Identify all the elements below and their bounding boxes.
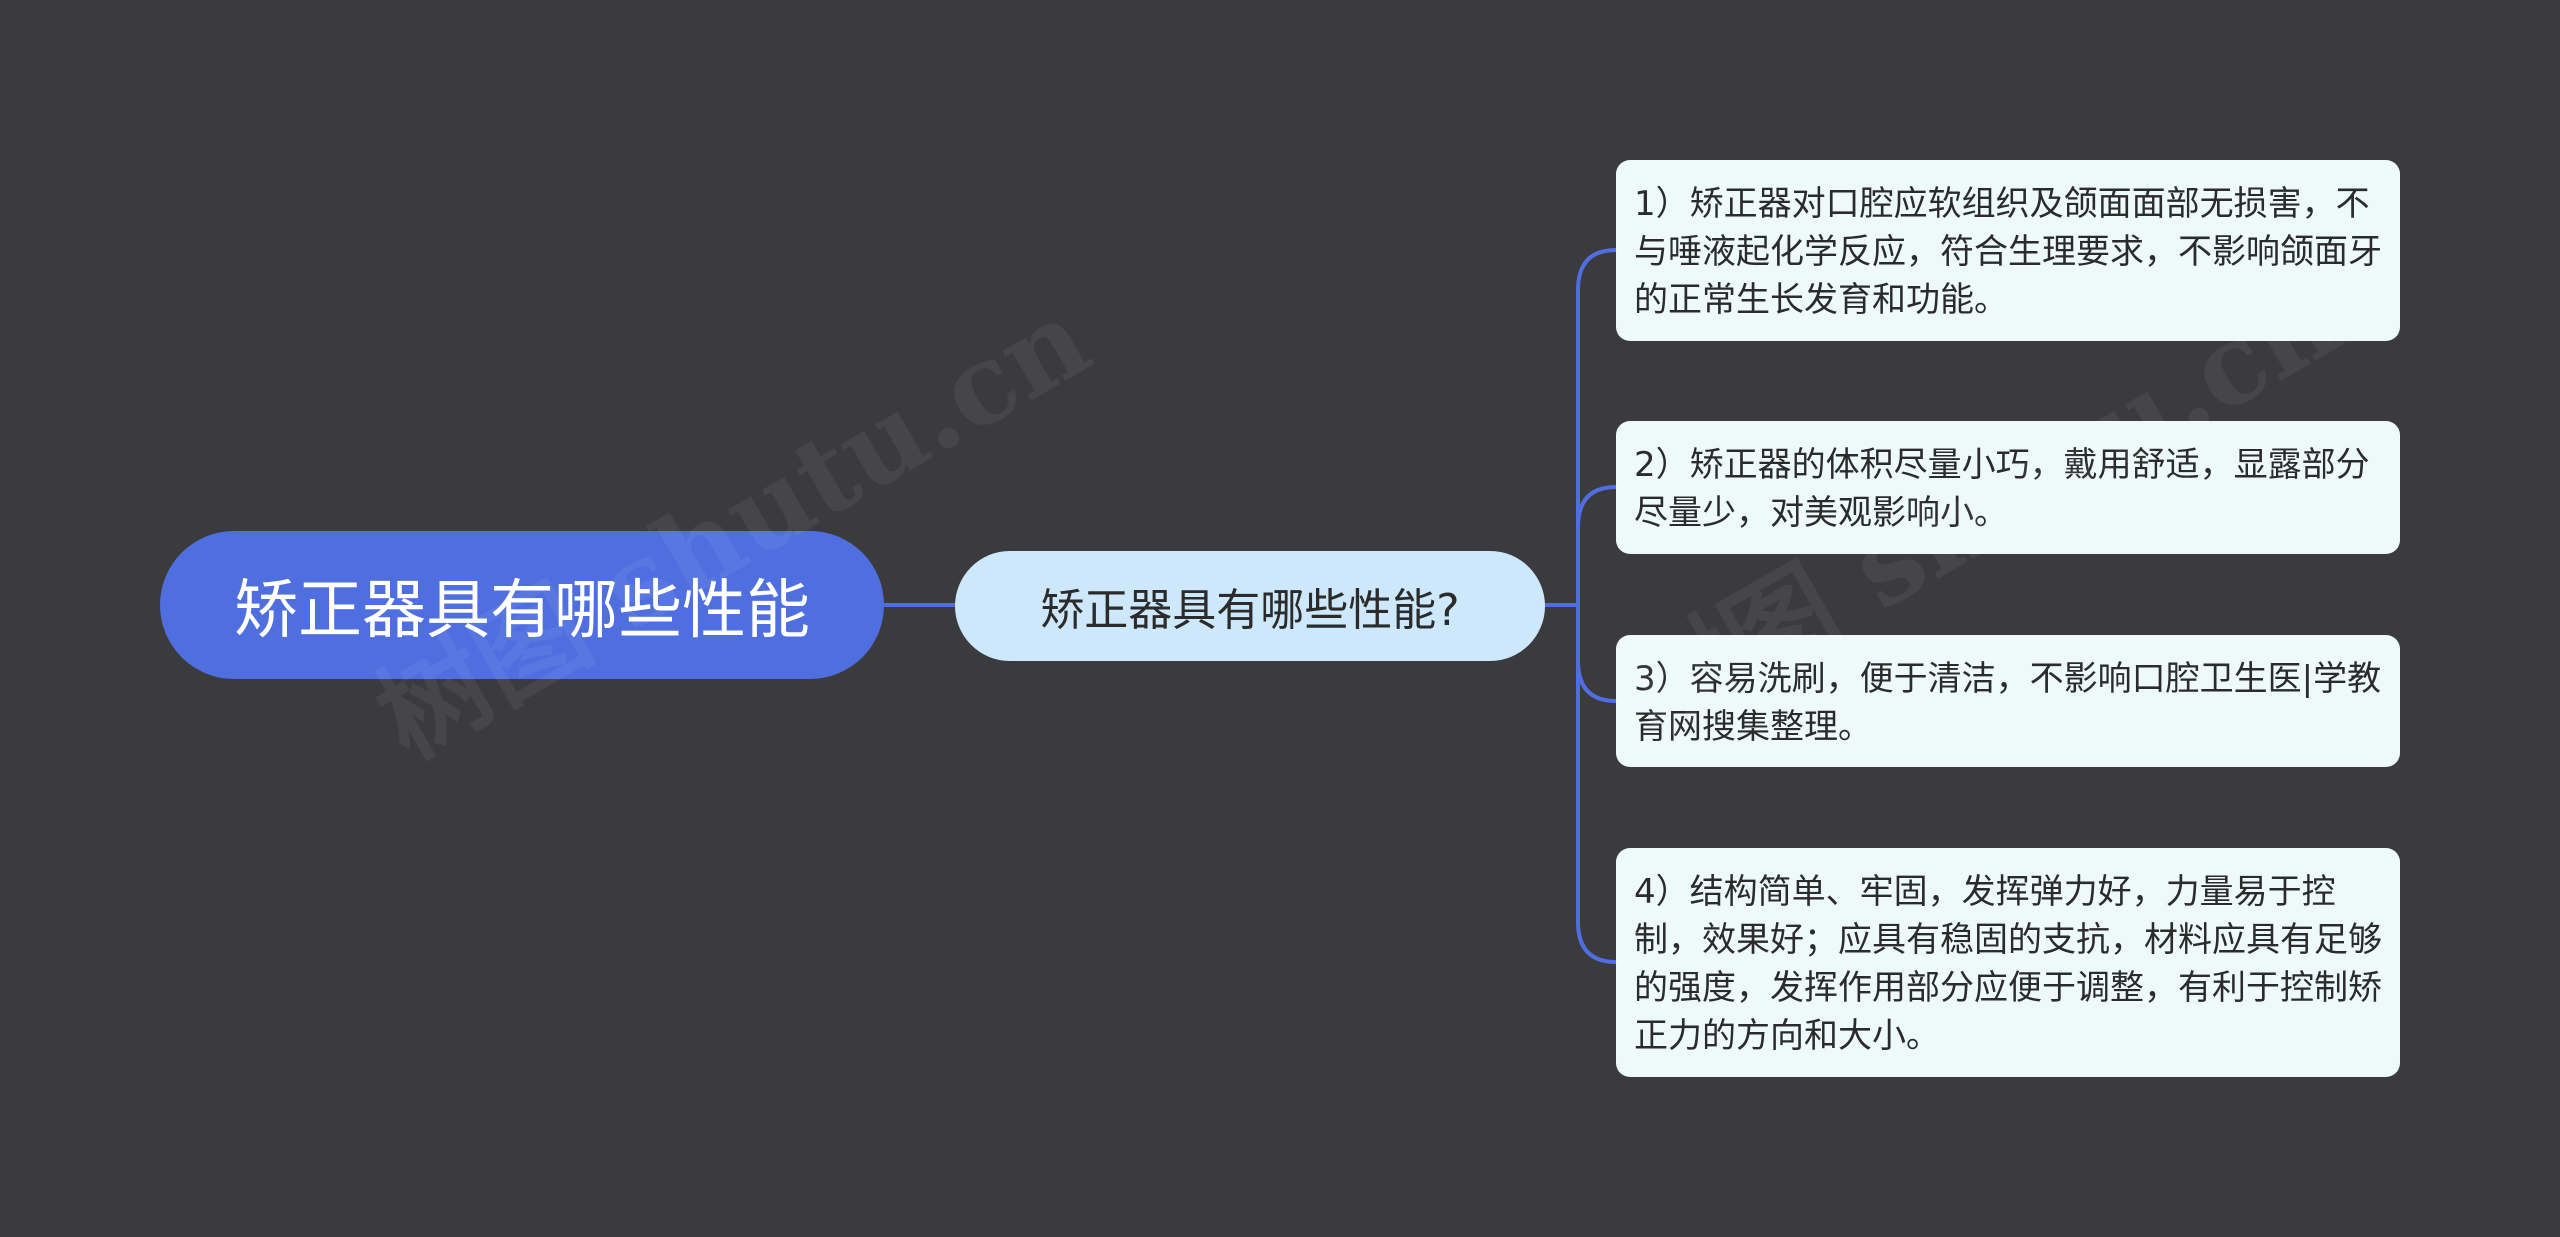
- leaf-topic-node-4[interactable]: 4）结构简单、牢固，发挥弹力好，力量易于控制，效果好；应具有稳固的支抗，材料应具…: [1616, 848, 2400, 1077]
- leaf-3-connector: [1576, 603, 1618, 703]
- leaf-topic-node-1[interactable]: 1）矫正器对口腔应软组织及颌面面部无损害，不与唾液起化学反应，符合生理要求，不影…: [1616, 160, 2400, 341]
- leaf-topic-text: 1）矫正器对口腔应软组织及颌面面部无损害，不与唾液起化学反应，符合生理要求，不影…: [1634, 184, 2382, 320]
- branch-topic-node[interactable]: 矫正器具有哪些性能?: [955, 551, 1545, 661]
- leaf-topic-node-3[interactable]: 3）容易洗刷，便于清洁，不影响口腔卫生医|学教育网搜集整理。: [1616, 635, 2400, 767]
- leaf-topic-text: 2）矫正器的体积尽量小巧，戴用舒适，显露部分尽量少，对美观影响小。: [1634, 445, 2370, 533]
- leaf-4-connector: [1576, 603, 1618, 964]
- root-topic-node[interactable]: 矫正器具有哪些性能: [160, 531, 884, 679]
- branch-topic-label: 矫正器具有哪些性能?: [1040, 585, 1460, 636]
- leaf-topic-text: 3）容易洗刷，便于清洁，不影响口腔卫生医|学教育网搜集整理。: [1634, 659, 2382, 747]
- leaf-topic-node-2[interactable]: 2）矫正器的体积尽量小巧，戴用舒适，显露部分尽量少，对美观影响小。: [1616, 421, 2400, 554]
- root-topic-label: 矫正器具有哪些性能: [234, 574, 810, 648]
- leaf-1-connector: [1576, 248, 1618, 607]
- leaf-2-connector: [1576, 485, 1618, 607]
- leaf-topic-text: 4）结构简单、牢固，发挥弹力好，力量易于控制，效果好；应具有稳固的支抗，材料应具…: [1634, 872, 2382, 1056]
